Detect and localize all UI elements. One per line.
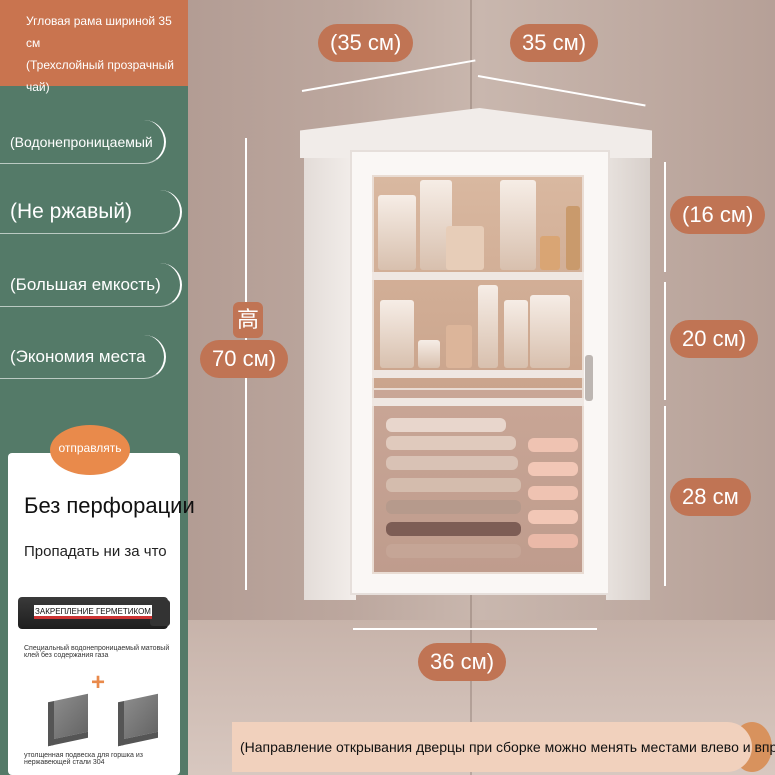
- feature-no-rust: (Не ржавый): [0, 190, 182, 234]
- bottle: [540, 236, 560, 270]
- bracket-caption: утолщенная подвеска для горшка из нержав…: [24, 752, 143, 766]
- dimension-line-16: [664, 162, 666, 272]
- shelf-lower: [372, 398, 584, 406]
- bottle: [566, 206, 580, 270]
- bottle: [500, 180, 536, 270]
- bottle: [380, 300, 414, 368]
- shelf-upper: [372, 272, 584, 280]
- bottle: [478, 285, 498, 368]
- towel: [528, 486, 578, 500]
- cabinet-left-side: [304, 130, 356, 600]
- towel: [386, 456, 518, 470]
- towel: [386, 436, 516, 450]
- shelf-middle: [372, 370, 584, 378]
- door-direction-note: (Направление открывания дверцы при сборк…: [232, 722, 775, 772]
- dimension-line-20: [664, 282, 666, 400]
- bottle: [418, 340, 440, 368]
- banner-line-2: (Трехслойный прозрачный чай): [26, 58, 174, 94]
- feature-waterproof: (Водонепроницаемый: [0, 120, 166, 164]
- towel: [386, 500, 521, 514]
- dimension-top-right: 35 см): [510, 24, 599, 62]
- sealant-cap: [150, 600, 170, 626]
- towel: [386, 522, 521, 536]
- dimension-shelf-28: 28 см: [670, 478, 751, 516]
- card-subtitle: Пропадать ни за что: [24, 543, 167, 560]
- dimension-line-36: [353, 628, 597, 630]
- cabinet-right-side: [606, 138, 650, 600]
- feature-large-capacity: (Большая емкость): [0, 263, 182, 307]
- height-label: 高: [233, 302, 263, 338]
- wall-bracket-icon: [118, 693, 158, 747]
- towel: [528, 438, 578, 452]
- dimension-top-left: (35 см): [318, 24, 414, 62]
- bottle: [446, 226, 484, 270]
- card-title: Без перфорации: [24, 493, 195, 518]
- plus-icon: +: [90, 669, 105, 696]
- dimension-shelf-16: (16 см): [670, 196, 766, 234]
- top-banner: Угловая рама шириной 35 см (Трехслойный …: [0, 0, 188, 94]
- dimension-line-28: [664, 406, 666, 586]
- bottle: [530, 295, 570, 368]
- towel: [386, 544, 521, 558]
- bottle: [446, 325, 472, 368]
- bottle: [504, 300, 528, 368]
- banner-line-1: Угловая рама шириной 35 см: [26, 14, 172, 50]
- towel: [528, 510, 578, 524]
- send-badge: отправлять: [50, 425, 130, 475]
- towel: [528, 462, 578, 476]
- door-handle: [585, 355, 593, 401]
- dimension-height: 70 см): [200, 340, 289, 378]
- sealant-caption: Специальный водонепроницаемый матовый кл…: [24, 645, 170, 659]
- towel: [386, 478, 521, 492]
- feature-space-saving: (Экономия места: [0, 335, 166, 379]
- towel: [528, 534, 578, 548]
- towel: [386, 418, 506, 432]
- sealant-label: ЗАКРЕПЛЕНИЕ ГЕРМЕТИКОМ: [34, 605, 152, 619]
- wall-bracket-icon: [48, 693, 88, 747]
- bottle: [378, 195, 416, 270]
- dimension-shelf-20: 20 см): [670, 320, 759, 358]
- dimension-bottom-width: 36 см): [418, 643, 507, 681]
